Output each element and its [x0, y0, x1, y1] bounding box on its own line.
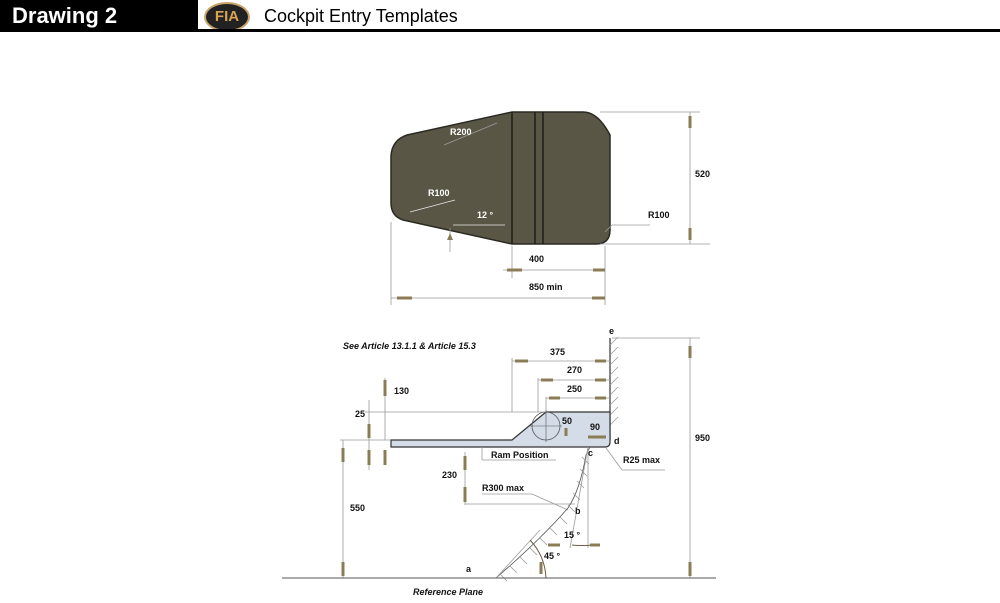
r100-left-label: R100 — [428, 188, 450, 198]
fia-logo-text: FIA — [214, 8, 240, 25]
r100-left-leader — [409, 199, 456, 213]
width-850-label: 850 min — [529, 282, 563, 292]
r25-label: R25 max — [623, 455, 660, 465]
r200-label: R200 — [450, 127, 472, 137]
angle-45-arc — [529, 539, 547, 579]
arrowhead — [447, 233, 453, 240]
angle-15-line — [569, 446, 589, 549]
header: Drawing 2 FIA Cockpit Entry Templates — [0, 0, 1000, 32]
page-title: Cockpit Entry Templates — [264, 6, 458, 26]
width-400-label: 400 — [529, 254, 544, 264]
dim-550-label: 550 — [350, 503, 365, 513]
dim-270-label: 270 — [567, 365, 582, 375]
angle-12-label: 12 ° — [477, 210, 494, 220]
dim-230-label: 230 — [442, 470, 457, 480]
r25-leader — [605, 447, 623, 471]
side-template-shape — [390, 411, 611, 448]
point-b: b — [575, 506, 581, 516]
dim-250-label: 250 — [567, 384, 582, 394]
point-e: e — [609, 326, 614, 336]
dim-25-label: 25 — [355, 409, 365, 419]
dim-950-label: 950 — [695, 433, 710, 443]
point-c: c — [588, 448, 593, 458]
top-template-shape — [390, 111, 611, 245]
point-a: a — [466, 564, 472, 574]
angle-45-label: 45 ° — [544, 551, 561, 561]
side-template: See Article 13.1.1 & Article 15.3 e 375 … — [282, 326, 716, 597]
r300-label: R300 max — [482, 483, 524, 493]
ram-position-label: Ram Position — [491, 450, 549, 460]
top-template: R200 R100 12 ° R100 520 400 850 min — [390, 111, 710, 305]
dim-90-label: 90 — [590, 422, 600, 432]
drawing-label: Drawing 2 — [12, 3, 118, 28]
wall-hatching — [609, 336, 619, 426]
header-rule — [198, 29, 1000, 32]
drawing-label-box: Drawing 2 — [0, 0, 198, 32]
r100-right-leader — [604, 224, 613, 233]
article-note: See Article 13.1.1 & Article 15.3 — [343, 341, 476, 351]
reference-plane-label: Reference Plane — [413, 587, 483, 597]
angle-15-label: 15 ° — [564, 530, 581, 540]
point-d: d — [614, 436, 620, 446]
r200-leader — [443, 122, 498, 146]
r100-right-label: R100 — [648, 210, 670, 220]
dim-375-label: 375 — [550, 347, 565, 357]
angle-45-line — [495, 529, 541, 579]
height-label: 520 — [695, 169, 710, 179]
dim-130-label: 130 — [394, 386, 409, 396]
dim-50-label: 50 — [562, 416, 572, 426]
r300-leader — [531, 493, 569, 511]
